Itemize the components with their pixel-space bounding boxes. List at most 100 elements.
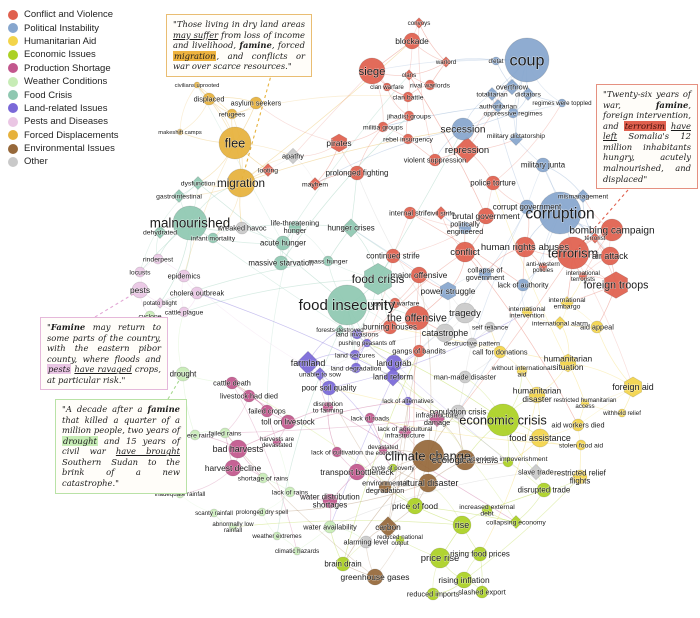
node-continued-strife[interactable]	[385, 248, 401, 264]
node-rinderpest[interactable]	[152, 253, 164, 265]
node-self-reliance[interactable]	[484, 321, 496, 333]
node-stolen-food-aid[interactable]	[575, 439, 587, 451]
node-slave-trade[interactable]	[527, 463, 545, 481]
node-mayhem[interactable]	[308, 177, 322, 191]
node-economic-impoverishment[interactable]	[502, 456, 514, 468]
node-blockade[interactable]	[403, 32, 421, 50]
node-collapse-of-government[interactable]	[478, 267, 492, 281]
node-secession[interactable]	[451, 117, 475, 141]
node-transport-bottleneck[interactable]	[348, 463, 366, 481]
node-locusts[interactable]	[134, 266, 146, 278]
node-military-dictatorship[interactable]	[509, 132, 523, 146]
node-water-availability[interactable]	[323, 520, 337, 534]
node-farmland[interactable]	[295, 350, 321, 376]
node-catastrophe[interactable]	[435, 323, 455, 343]
node-price-rise[interactable]	[429, 547, 451, 569]
node-police-torture[interactable]	[485, 175, 501, 191]
node-land-reform[interactable]	[383, 367, 403, 387]
node-international-intervention[interactable]	[521, 306, 533, 318]
node-looting[interactable]	[261, 163, 275, 177]
node-potato-blight[interactable]	[154, 297, 166, 309]
node-repression[interactable]	[453, 136, 481, 164]
node-infant-mortality[interactable]	[207, 232, 219, 244]
node-economic-crisis[interactable]	[486, 403, 520, 437]
node-harvest-decline[interactable]	[224, 459, 242, 477]
node-aid-workers-died[interactable]	[571, 418, 585, 432]
node-dictators[interactable]	[521, 87, 535, 101]
node-lack-of-alternatives[interactable]	[403, 396, 413, 406]
node-makeshift-camps[interactable]	[176, 128, 184, 136]
node-d-etat[interactable]	[491, 56, 501, 66]
node-carbon[interactable]	[377, 516, 399, 538]
node-massive-starvation[interactable]	[273, 255, 289, 271]
node-mismanagement[interactable]	[576, 189, 590, 203]
node-epidemics[interactable]	[177, 269, 191, 283]
node-brain-drain[interactable]	[335, 556, 351, 572]
node-regimes-were-toppled[interactable]	[557, 98, 567, 108]
node-lack-of-cultivation[interactable]	[331, 446, 343, 458]
node-gangs-of-bandits[interactable]	[412, 344, 426, 358]
node-tragedy[interactable]	[454, 302, 476, 324]
node-rebel-insurgency[interactable]	[402, 133, 414, 145]
node-alarming-level[interactable]	[359, 535, 373, 549]
node-drought[interactable]	[175, 366, 191, 382]
node-disruption-to-farming[interactable]	[322, 401, 334, 413]
node-internal-strife[interactable]	[403, 206, 417, 220]
node-food-assistance[interactable]	[530, 428, 550, 448]
node-dehydrated[interactable]	[153, 225, 167, 239]
node-pushing-peasants-off[interactable]	[362, 338, 372, 348]
node-international-terrorists[interactable]	[578, 271, 588, 281]
node-abnormally-low-rainfall[interactable]	[228, 522, 238, 532]
node-humanitarian-disaster[interactable]	[528, 386, 546, 404]
node-environmental-degradation[interactable]	[378, 480, 392, 494]
node-power-struggle[interactable]	[439, 281, 457, 301]
node-restricted-relief-flights[interactable]	[572, 469, 588, 485]
node-gastrointestinal[interactable]	[172, 189, 186, 203]
node-jihadist-groups[interactable]	[403, 110, 415, 122]
node-lack-of-authority[interactable]	[516, 278, 530, 292]
node-apathy[interactable]	[284, 147, 302, 165]
node-cattle-death[interactable]	[225, 376, 239, 390]
node-withheld-relief[interactable]	[617, 408, 627, 418]
node-population-crisis[interactable]	[450, 404, 466, 420]
node-major-offensive[interactable]	[410, 266, 428, 284]
node-man-made-disaster[interactable]	[458, 370, 472, 384]
node-siege[interactable]	[358, 57, 386, 85]
node-military-junta[interactable]	[535, 157, 551, 173]
node-displaced[interactable]	[202, 92, 216, 106]
node-rival-warlords[interactable]	[424, 79, 436, 91]
node-corrupt-government[interactable]	[519, 199, 535, 215]
node-human-rights-abuses[interactable]	[514, 236, 536, 258]
node-greenhouse-gases[interactable]	[366, 568, 384, 586]
node-migration[interactable]	[226, 168, 256, 198]
node-militia-groups[interactable]	[377, 121, 389, 133]
node-scanty-rainfall[interactable]	[209, 508, 219, 518]
node-call-for-donations[interactable]	[493, 345, 507, 359]
node-civil-strife[interactable]	[434, 206, 448, 220]
node-life-threatening-hunger[interactable]	[288, 220, 302, 234]
node-acute-hunger[interactable]	[275, 235, 291, 251]
node-rise[interactable]	[452, 515, 472, 535]
node-ecological-crisis[interactable]	[454, 449, 476, 471]
node-authoritarian[interactable]	[491, 99, 505, 113]
node-toll-on-livestock[interactable]	[280, 414, 296, 430]
node-price-of-food[interactable]	[406, 497, 424, 515]
node-restricted-humanitarian-access[interactable]	[580, 398, 590, 408]
node-the-offensive[interactable]	[404, 305, 430, 331]
node-international-alarm[interactable]	[553, 316, 567, 330]
node-refugees[interactable]	[226, 108, 238, 120]
node-politically-engineered[interactable]	[458, 221, 472, 235]
node-infrastructure-damage[interactable]	[428, 410, 446, 428]
node-mass-hunger[interactable]	[322, 255, 334, 267]
node-flee[interactable]	[218, 126, 252, 160]
node-unable-to-sow[interactable]	[313, 367, 327, 381]
node-years-of-warfare[interactable]	[389, 297, 401, 309]
node-totalitarian[interactable]	[485, 87, 499, 101]
node-lack-of-rains[interactable]	[284, 486, 296, 498]
node-collapsing-economy[interactable]	[509, 515, 523, 529]
node-oppressive-regimes[interactable]	[507, 107, 519, 119]
node-rising-inflation[interactable]	[455, 571, 473, 589]
node-hunger-crises[interactable]	[341, 218, 361, 238]
node-aid-appeal[interactable]	[590, 320, 604, 334]
node-asylum-seekers[interactable]	[249, 96, 263, 110]
